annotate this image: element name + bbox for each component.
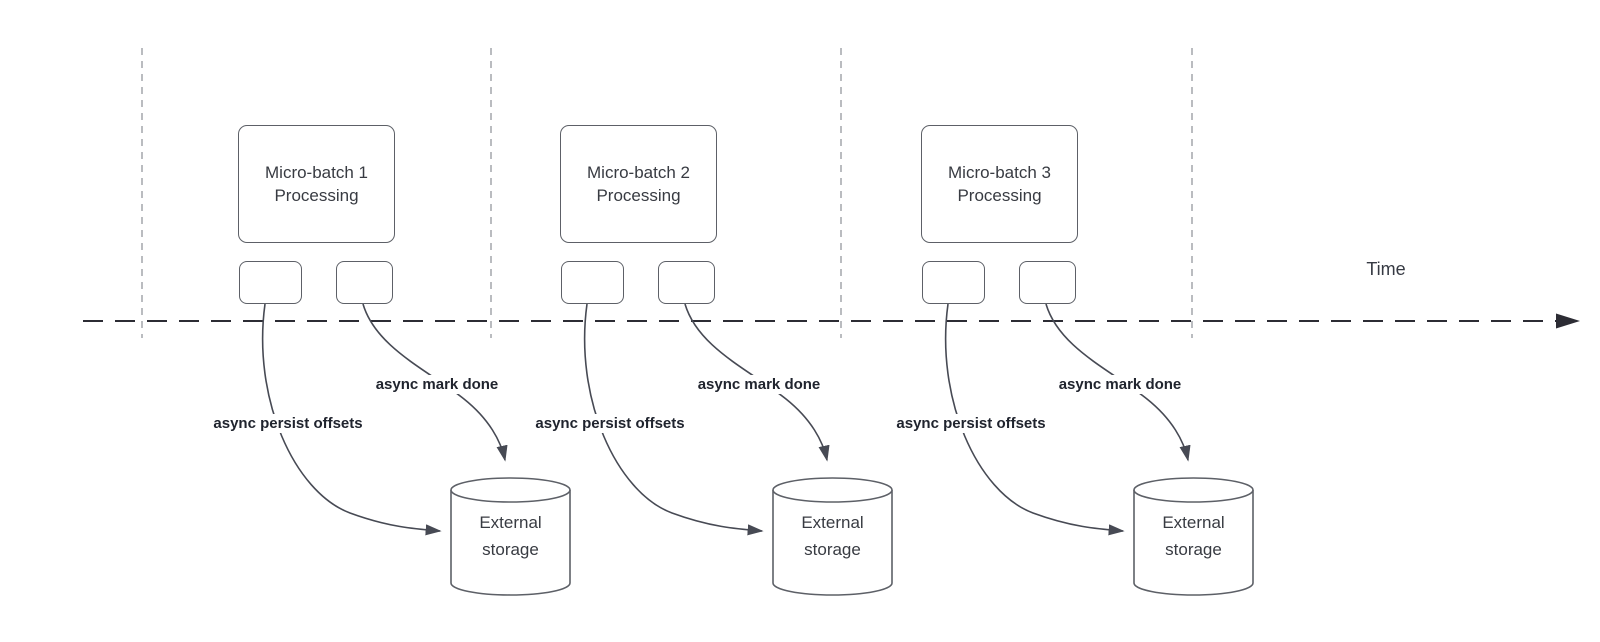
external-storage-line1: External [801, 513, 864, 532]
external-storage-line1: External [479, 513, 542, 532]
micro-batch-section-3: Micro-batch 3 Processing async persist o… [683, 0, 1303, 642]
persist-offsets-arrow [261, 303, 442, 536]
storage-cylinder-shape [772, 477, 893, 596]
micro-batch-box-title-line2: Processing [957, 186, 1042, 205]
external-storage-line2: storage [482, 540, 539, 559]
persist-offsets-label: async persist offsets [210, 414, 366, 433]
mark-done-label: async mark done [694, 375, 824, 394]
storage-cylinder-shape [1133, 477, 1254, 596]
mark-done-label: async mark done [1055, 375, 1185, 394]
mark-done-label: async mark done [372, 375, 502, 394]
micro-batch-box-title-line1: Micro-batch 1 [265, 163, 368, 182]
persist-offsets-label: async persist offsets [532, 414, 688, 433]
external-storage-line2: storage [1165, 540, 1222, 559]
micro-batch-section-2: Micro-batch 2 Processing async persist o… [322, 0, 942, 642]
mark-done-task-box [336, 261, 393, 304]
persist-offsets-label: async persist offsets [893, 414, 1049, 433]
storage-cylinder-shape [450, 477, 571, 596]
time-axis-label: Time [1366, 259, 1406, 279]
external-storage-label: External storage [773, 509, 892, 563]
mark-done-task-box [658, 261, 715, 304]
time-axis-arrowhead-icon [1556, 313, 1580, 329]
external-storage-line1: External [1162, 513, 1225, 532]
persist-offsets-task-box [922, 261, 985, 304]
micro-batch-3-box: Micro-batch 3 Processing [921, 125, 1078, 243]
external-storage-label: External storage [451, 509, 570, 563]
micro-batch-1-box: Micro-batch 1 Processing [238, 125, 395, 243]
micro-batch-box-title-line2: Processing [274, 186, 359, 205]
persist-offsets-arrow [583, 303, 764, 536]
micro-batch-section-1: Micro-batch 1 Processing async persist o… [0, 0, 620, 642]
micro-batch-box-title-line2: Processing [596, 186, 681, 205]
persist-offsets-task-box [239, 261, 302, 304]
micro-batch-box-title-line1: Micro-batch 3 [948, 163, 1051, 182]
mark-done-task-box [1019, 261, 1076, 304]
micro-batch-box-title-line1: Micro-batch 2 [587, 163, 690, 182]
micro-batch-2-box: Micro-batch 2 Processing [560, 125, 717, 243]
persist-offsets-arrow [944, 303, 1125, 536]
persist-offsets-task-box [561, 261, 624, 304]
external-storage-line2: storage [804, 540, 861, 559]
external-storage-label: External storage [1134, 509, 1253, 563]
